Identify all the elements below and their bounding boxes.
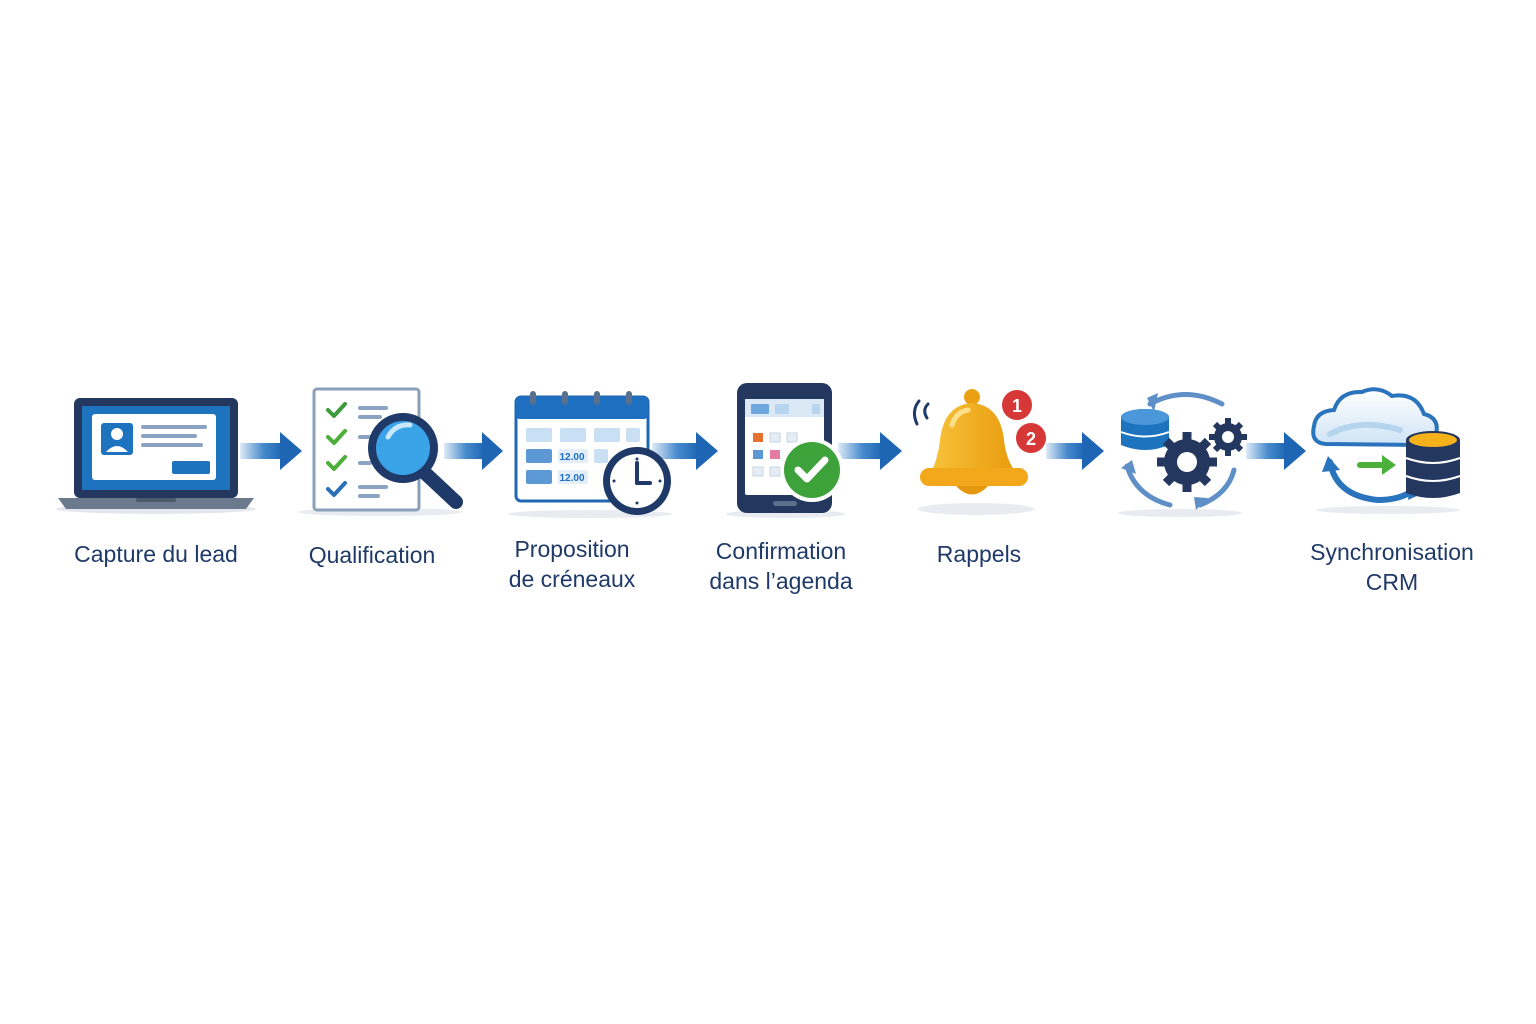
gear-icon [1209, 418, 1247, 456]
flow-arrow [652, 432, 718, 470]
flow-arrow [1046, 432, 1104, 470]
notification-badge: 2 [1016, 423, 1046, 453]
calendar-clock-icon: 12.00 12.00 [508, 391, 672, 518]
cloud-database-sync-icon [1311, 387, 1461, 514]
checklist-magnifier-icon [298, 387, 463, 516]
bell-notification-icon: 1 2 [912, 389, 1046, 515]
step-label-proposition: Proposition de créneaux [482, 534, 662, 594]
step-label-confirmation: Confirmation dans l’agenda [686, 536, 876, 596]
step-label-synchronisation: Synchronisation CRM [1290, 537, 1494, 597]
calendar-time-slot: 12.00 [559, 473, 584, 484]
step-label-rappels: Rappels [904, 539, 1054, 569]
step-label-line: Proposition [514, 536, 630, 562]
step-label-line: de créneaux [508, 566, 636, 592]
notification-badge: 1 [1002, 390, 1032, 420]
step-label-line: Qualification [308, 542, 436, 568]
badge-number: 1 [1012, 396, 1022, 416]
step-label-line: dans l’agenda [709, 568, 853, 594]
step-label-line: Confirmation [715, 538, 847, 564]
flow-arrow [240, 432, 302, 470]
step-label-line: Capture du lead [74, 541, 238, 567]
step-label-line: Synchronisation [1310, 539, 1474, 565]
badge-number: 2 [1026, 429, 1036, 449]
flow-arrow [838, 432, 902, 470]
step-label-qualification: Qualification [282, 540, 462, 570]
step-label-capture: Capture du lead [56, 539, 256, 569]
laptop-profile-icon [56, 398, 256, 514]
step-label-line: CRM [1365, 569, 1419, 595]
calendar-time-slot: 12.00 [559, 452, 584, 463]
flow-arrow [1246, 432, 1306, 470]
flow-arrow [444, 432, 503, 470]
gear-icon [1157, 432, 1217, 492]
step-label-line: Rappels [936, 541, 1022, 567]
database-gears-sync-icon [1118, 392, 1247, 517]
tablet-check-icon [726, 383, 846, 518]
